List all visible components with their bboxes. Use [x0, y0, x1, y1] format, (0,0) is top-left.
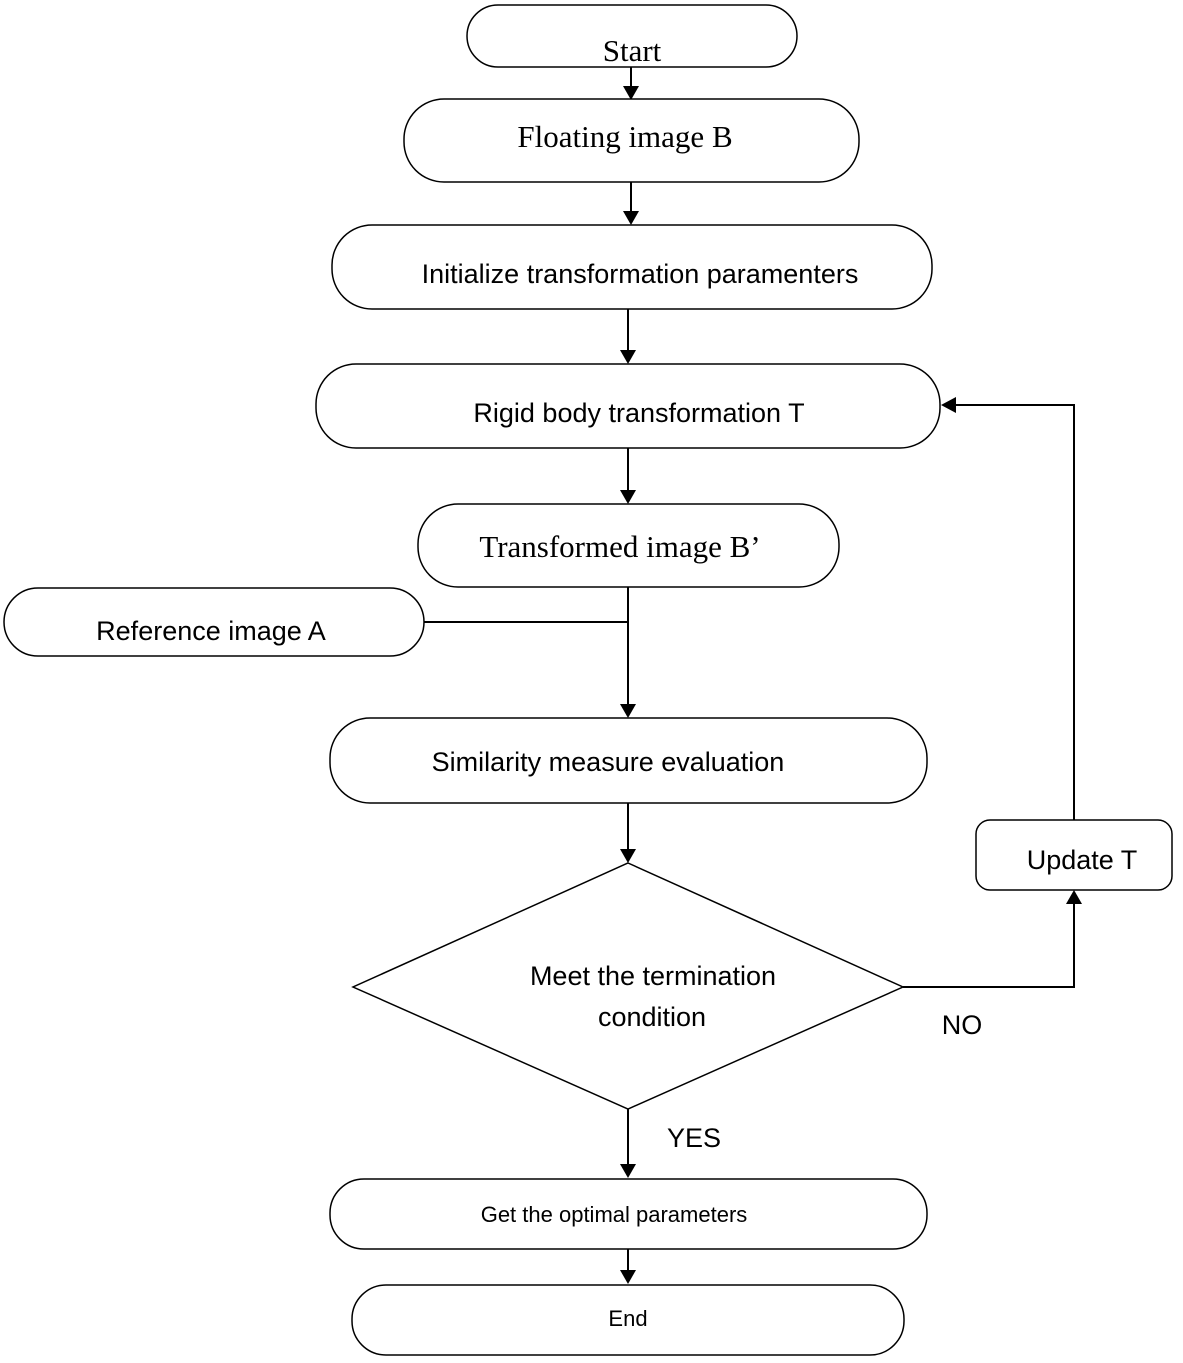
node-end: End [351, 1284, 905, 1356]
arrowhead-similarity-to-decision [620, 849, 636, 863]
arrow-decision-to-update [903, 898, 1075, 988]
node-optimal: Get the optimal parameters [329, 1178, 928, 1250]
arrowhead-transformed-to-similarity [620, 704, 636, 718]
node-reference-image: Reference image A [3, 587, 425, 657]
arrow-update-to-rigid [950, 404, 1075, 820]
node-floating-image: Floating image B [403, 98, 860, 183]
arrowhead-update-to-rigid [941, 397, 956, 413]
node-floating-image-label: Floating image B [517, 119, 732, 154]
edge-label-no: NO [942, 1010, 983, 1040]
node-end-label: End [608, 1306, 647, 1331]
node-transformed-image-label: Transformed image B’ [479, 529, 760, 564]
node-initialize-label: Initialize transformation paramenters [422, 259, 859, 289]
arrowhead-rigid-to-transformed [620, 490, 636, 504]
node-optimal-label: Get the optimal parameters [481, 1202, 748, 1227]
edge-label-yes: YES [667, 1123, 721, 1153]
node-start: Start [466, 4, 798, 68]
node-rigid-body-label: Rigid body transformation T [473, 398, 804, 428]
node-decision-label-line2: condition [598, 1002, 706, 1032]
node-reference-image-label: Reference image A [96, 616, 326, 646]
arrowhead-decision-to-optimal [620, 1164, 636, 1178]
node-rigid-body: Rigid body transformation T [315, 363, 941, 449]
node-update-label: Update T [1027, 845, 1138, 875]
node-decision-label-line1: Meet the termination [530, 961, 776, 991]
node-start-label: Start [603, 33, 662, 68]
node-similarity-label: Similarity measure evaluation [432, 747, 785, 777]
arrowhead-decision-to-update [1066, 890, 1082, 904]
node-transformed-image: Transformed image B’ [417, 503, 840, 588]
arrowhead-optimal-to-end [620, 1270, 636, 1284]
arrowhead-start-to-floating [623, 86, 639, 100]
node-decision: Meet the termination condition [351, 862, 905, 1110]
node-update: Update T [975, 819, 1173, 891]
arrowhead-floating-to-initialize [623, 211, 639, 225]
node-initialize: Initialize transformation paramenters [331, 224, 933, 310]
node-similarity: Similarity measure evaluation [329, 717, 928, 804]
arrowhead-initialize-to-rigid [620, 350, 636, 364]
